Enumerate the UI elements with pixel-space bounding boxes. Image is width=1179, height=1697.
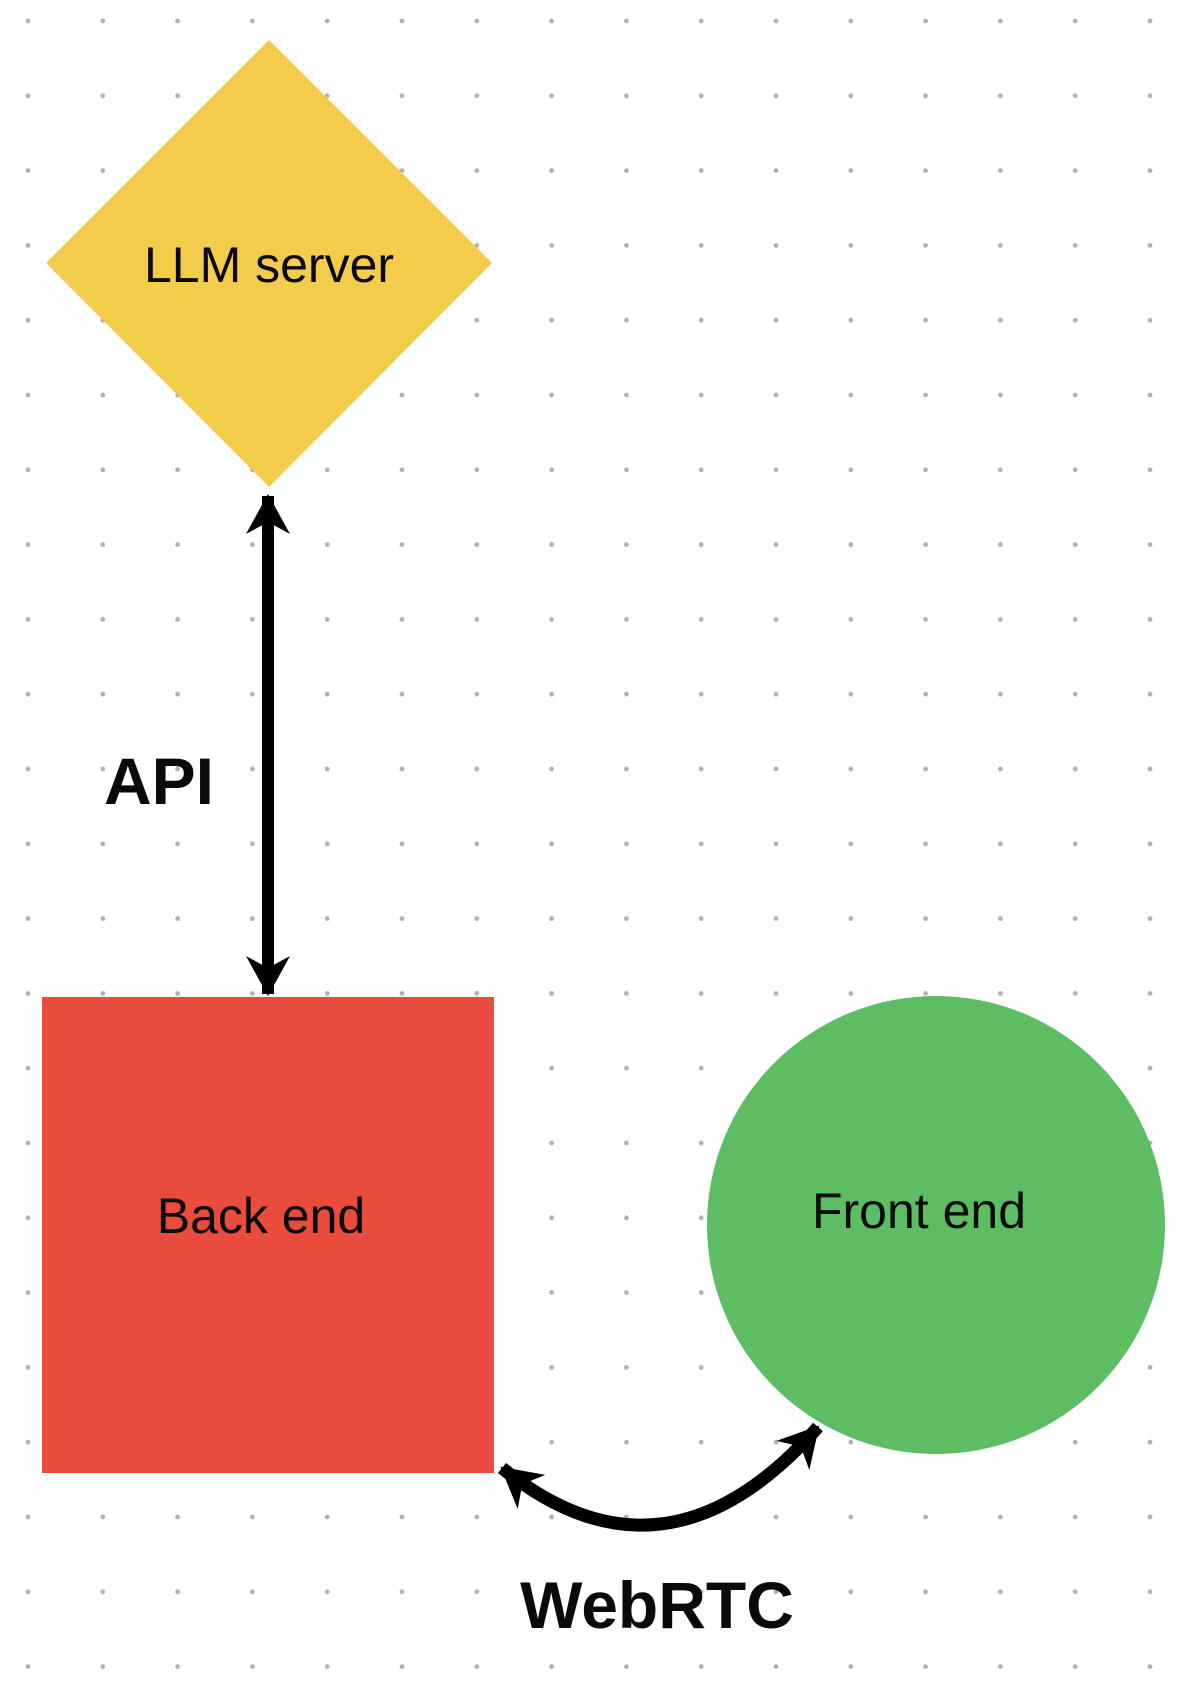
node-llm-server-shape[interactable] (46, 40, 492, 487)
node-back-end-label[interactable]: Back end (157, 1188, 365, 1244)
node-llm-server-label[interactable]: LLM server (144, 237, 394, 293)
edge-webrtc-arrow[interactable] (497, 1422, 823, 1532)
node-front-end-label[interactable]: Front end (812, 1183, 1026, 1239)
node-front-end-shape[interactable] (707, 996, 1165, 1454)
node-back-end-shape[interactable] (42, 997, 494, 1473)
edge-api-label[interactable]: API (104, 744, 214, 818)
edge-webrtc-label[interactable]: WebRTC (520, 1568, 794, 1642)
